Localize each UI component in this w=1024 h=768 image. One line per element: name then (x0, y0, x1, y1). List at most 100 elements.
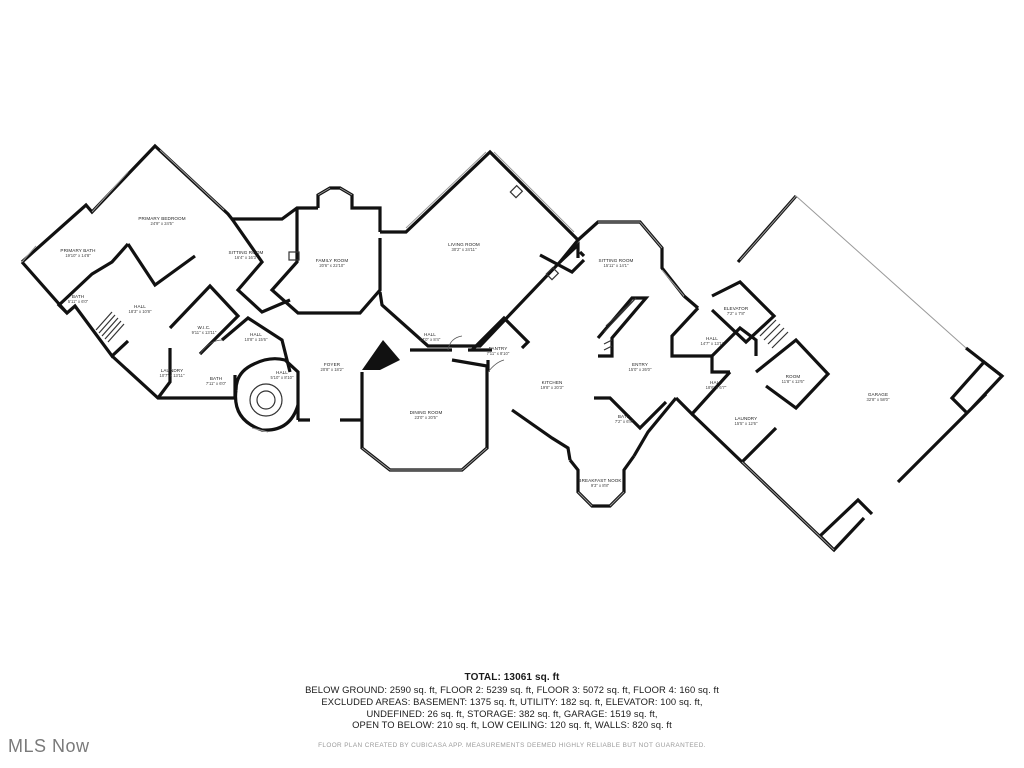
wall-kitchen-south (511, 396, 678, 461)
room-name-hall-4: HALL (424, 332, 436, 337)
room-dimensions-bath-1: 5'11" x 6'0" (68, 299, 89, 304)
room-name-bath-2: BATH (210, 376, 222, 381)
room-name-elevator: ELEVATOR (724, 306, 749, 311)
room-name-hall-1: HALL (134, 304, 146, 309)
room-name-primary-bedroom: PRIMARY BEDROOM (138, 216, 185, 221)
wall-room (755, 337, 831, 411)
room-dimensions-primary-bath: 19'10" x 14'8" (65, 253, 91, 258)
room-dimensions-sitting-room-2: 15'11" x 14'1" (604, 263, 629, 268)
room-name-hall-3: HALL (276, 370, 288, 375)
room-dimensions-elevator: 7'2" x 7'8" (727, 311, 746, 316)
room-name-sitting-room-1: SITTING ROOM (229, 250, 264, 255)
area-summary: TOTAL: 13061 sq. ft BELOW GROUND: 2590 s… (0, 672, 1024, 731)
wall-primary-bath-int (56, 242, 130, 315)
wall-living-room (378, 149, 581, 348)
straight-stair-icon (603, 297, 637, 351)
room-dimensions-hall-3: 5'10" x 8'10" (271, 375, 294, 380)
spiral-stair-core-icon (256, 390, 276, 410)
room-dimensions-primary-bedroom: 24'9" x 24'5" (151, 221, 174, 226)
room-name-hall-2: HALL (250, 332, 262, 337)
room-name-sitting-room-2: SITTING ROOM (599, 258, 634, 263)
room-dimensions-bath-2: 7'11" x 6'0" (206, 381, 227, 386)
wall-hall-6 (674, 370, 732, 417)
room-name-foyer: FOYER (324, 362, 341, 367)
disclaimer: FLOOR PLAN CREATED BY CUBICASA APP. MEAS… (318, 742, 706, 749)
fireplace-icon (545, 266, 560, 281)
area-line-3: UNDEFINED: 26 sq. ft, STORAGE: 382 sq. f… (366, 707, 658, 719)
wall-family-room (269, 208, 382, 315)
wall-sitting-room-2 (576, 220, 700, 310)
wall-bath-3 (594, 396, 668, 431)
area-line-1: BELOW GROUND: 2590 sq. ft, FLOOR 2: 5239… (305, 684, 719, 695)
room-dimensions-hall-1: 18'3" x 10'8" (129, 309, 152, 314)
room-name-garage: GARAGE (868, 392, 888, 397)
room-dimensions-entry: 15'0" x 26'0" (629, 367, 652, 372)
wall-family-bay (316, 186, 382, 232)
straight-stair-icon (95, 311, 125, 343)
room-dimensions-laundry-1: 10'7" x 13'11" (160, 373, 185, 378)
room-name-laundry-2: LAUNDRY (735, 416, 758, 421)
room-dimensions-laundry-2: 15'5" x 12'6" (735, 421, 758, 426)
door-swing-icon (199, 335, 505, 373)
wall-entry-stair (596, 296, 650, 358)
room-dimensions-pantry: 7'11" x 8'10" (487, 351, 510, 356)
room-name-hall-5: HALL (706, 336, 718, 341)
wall-hall-5 (710, 325, 758, 358)
room-name-hall-6: HALL (710, 380, 722, 385)
room-dimensions-dining-room: 23'0" x 20'5" (415, 415, 438, 420)
wall-sitting-room-1 (230, 218, 291, 314)
room-dimensions-foyer: 20'8" x 18'2" (321, 367, 344, 372)
room-dimensions-breakfast-nook: 9'3" x 8'8" (591, 483, 610, 488)
room-name-kitchen: KITCHEN (542, 380, 563, 385)
room-name-room: ROOM (786, 374, 801, 379)
wall-west-wing (20, 143, 318, 264)
wall-garage-door-2 (949, 359, 1003, 414)
room-name-family-room: FAMILY ROOM (316, 258, 349, 263)
walls (20, 143, 1005, 553)
room-dimensions-room: 11'8" x 12'6" (782, 379, 805, 384)
wall-wic (168, 283, 241, 356)
room-dimensions-family-room: 20'6" x 22'10" (319, 263, 345, 268)
spiral-stair-icon (249, 383, 283, 417)
room-dimensions-hall-4: 24'0" x 8'4" (420, 337, 441, 342)
straight-stair-icon (759, 319, 789, 349)
fireplace-icon (288, 251, 300, 261)
wall-kitchen-north (539, 253, 586, 274)
room-dimensions-hall-5: 14'7" x 13'1" (701, 341, 724, 346)
room-dimensions-hall-2: 10'8" x 15'6" (245, 337, 268, 342)
wall-stair-west (234, 357, 300, 420)
room-dimensions-wic: 9'11" x 13'11" (192, 330, 217, 335)
wall-living-inner (558, 241, 580, 264)
wall-primary-bed-sw (126, 243, 196, 288)
area-line-4: OPEN TO BELOW: 210 sq. ft, LOW CEILING: … (352, 719, 672, 731)
room-name-living-room: LIVING ROOM (448, 242, 480, 247)
total-area: TOTAL: 13061 sq. ft (464, 672, 560, 683)
room-dimensions-sitting-room-1: 16'4" x 16'3" (235, 255, 258, 260)
room-name-laundry-1: LAUNDRY (161, 368, 184, 373)
chimney-icon (362, 340, 400, 370)
room-name-pantry: PANTRY (489, 346, 508, 351)
fireplace-icon (509, 184, 524, 199)
wall-pantry (470, 315, 531, 372)
wall-garage-door-1 (817, 497, 874, 552)
room-dimensions-bath-3: 7'2" x 6'8" (615, 419, 634, 424)
room-name-entry: ENTRY (632, 362, 648, 367)
room-dimensions-garage: 32'8" x 58'0" (867, 397, 890, 402)
room-dimensions-kitchen: 19'8" x 20'3" (541, 385, 564, 390)
fixtures (95, 184, 789, 417)
windows (21, 149, 967, 551)
room-name-dining-room: DINING ROOM (410, 410, 443, 415)
room-dimensions-hall-6: 18'6" x 6'7" (706, 385, 727, 390)
room-name-wic: W.I.C. (197, 325, 210, 330)
wall-laundry-1 (156, 348, 172, 399)
wall-breakfast-nook (568, 455, 636, 508)
room-name-primary-bath: PRIMARY BATH (60, 248, 95, 253)
wall-primary-bath (20, 260, 130, 359)
room-name-bath-1: BATH (72, 294, 84, 299)
wall-misc (380, 230, 586, 258)
room-name-bath-3: BATH (618, 414, 630, 419)
room-name-breakfast-nook: BREAKFAST NOOK (578, 478, 622, 483)
room-dimensions-living-room: 30'2" x 24'11" (452, 247, 477, 252)
